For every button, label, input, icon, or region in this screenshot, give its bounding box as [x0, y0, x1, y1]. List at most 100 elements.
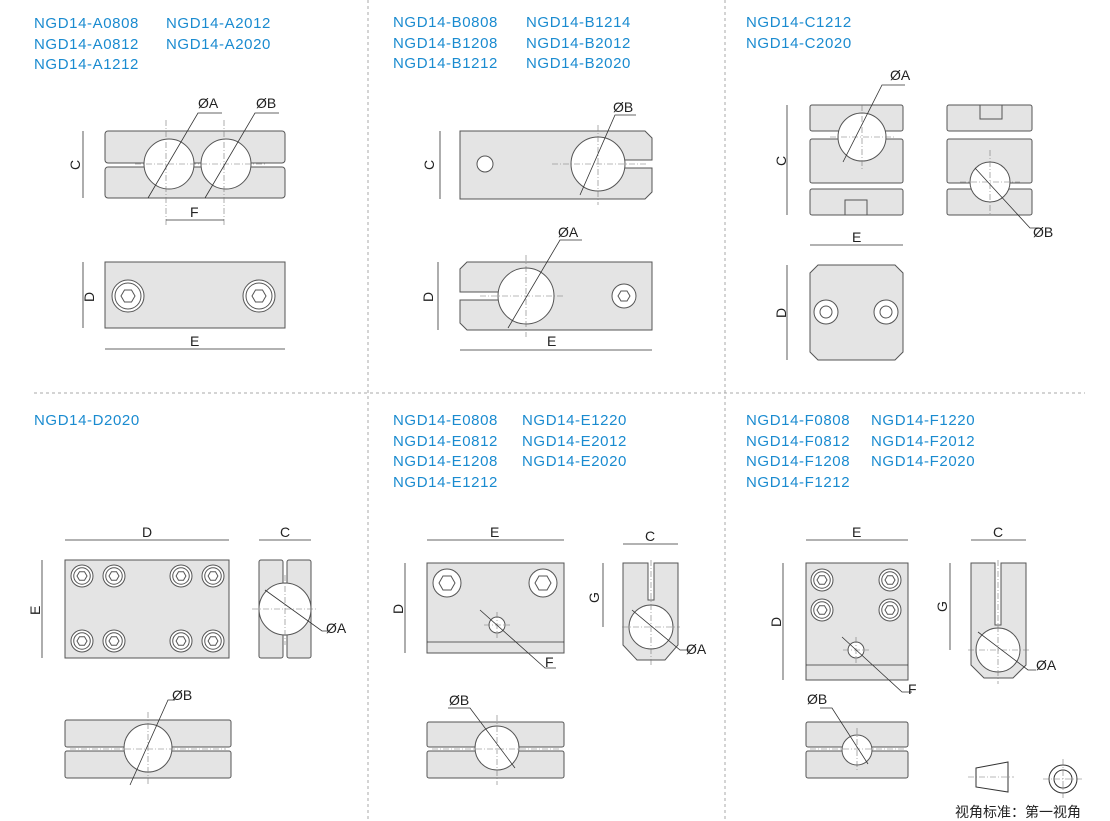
dim-label-c: C	[773, 156, 789, 166]
dim-label-f: F	[190, 204, 199, 220]
part-number: NGD14-F2020	[871, 453, 976, 470]
drawing-f-side: C G ØA	[934, 524, 1057, 684]
socket-screw-icon	[169, 629, 193, 653]
part-number: NGD14-A0808	[34, 15, 139, 32]
dim-label-b: ØB	[807, 691, 827, 707]
projection-standard-label: 视角标准：第一视角	[955, 804, 1081, 820]
part-number: NGD14-E2020	[522, 453, 627, 470]
part-number-list-a2: NGD14-A2012 NGD14-A2020	[166, 14, 271, 55]
dim-label-b: ØB	[256, 95, 276, 111]
part-number: NGD14-C2020	[746, 34, 852, 52]
dim-label-a: ØA	[326, 620, 347, 636]
part-number: NGD14-F1208	[746, 453, 851, 470]
part-number: NGD14-E2012	[522, 432, 627, 450]
drawing-e-top: E D F	[390, 524, 565, 670]
part-number: NGD14-F0808	[746, 412, 851, 429]
part-number: NGD14-A0812	[34, 35, 139, 53]
part-number: NGD14-B0808	[393, 14, 498, 31]
part-number-list-b: NGD14-B0808 NGD14-B1208 NGD14-B1212	[393, 13, 498, 75]
part-number-list-d: NGD14-D2020	[34, 411, 140, 432]
drawing-f-top: E D F	[768, 524, 917, 697]
part-number: NGD14-F1212	[746, 473, 851, 491]
dim-label-e: E	[190, 333, 199, 349]
drawing-b-top: ØA D E	[420, 224, 653, 351]
drawing-b-front: ØB C	[421, 99, 653, 205]
dim-label-a: ØA	[686, 641, 707, 657]
dim-label-b: ØB	[449, 692, 469, 708]
dim-label-d: D	[420, 292, 436, 302]
dim-label-a: ØA	[198, 95, 219, 111]
dim-label-d: D	[768, 617, 784, 627]
part-number: NGD14-F0812	[746, 432, 851, 450]
dim-label-e: E	[27, 606, 43, 615]
dim-label-e: E	[852, 524, 861, 540]
part-number: NGD14-E0808	[393, 412, 498, 429]
part-number: NGD14-E1208	[393, 453, 498, 470]
drawing-d-front: ØB	[64, 687, 232, 786]
dim-label-e: E	[547, 333, 556, 349]
part-number: NGD14-E0812	[393, 432, 498, 450]
first-angle-projection-icon	[968, 759, 1083, 799]
part-number: NGD14-A2020	[166, 35, 271, 53]
drawing-d-side: C ØA	[252, 524, 347, 659]
dim-label-d: D	[390, 604, 406, 614]
part-number: NGD14-F1220	[871, 412, 976, 429]
dim-label-a: ØA	[890, 67, 911, 83]
socket-screw-icon	[102, 564, 126, 588]
dim-label-c: C	[280, 524, 290, 540]
dim-label-f: F	[545, 654, 554, 670]
part-number: NGD14-B1208	[393, 34, 498, 52]
dim-label-d: D	[142, 524, 152, 540]
drawing-f-front: ØB	[805, 691, 909, 779]
dim-label-f: F	[908, 681, 917, 697]
dim-label-e: E	[852, 229, 861, 245]
part-number-list-e: NGD14-E0808 NGD14-E0812 NGD14-E1208 NGD1…	[393, 411, 498, 493]
part-number-list-c: NGD14-C1212 NGD14-C2020	[746, 13, 852, 54]
part-number: NGD14-F2012	[871, 432, 976, 450]
drawing-d-top: D E	[27, 524, 230, 659]
part-number-list-f2: NGD14-F1220 NGD14-F2012 NGD14-F2020	[871, 411, 975, 473]
part-number: NGD14-D2020	[34, 412, 140, 429]
socket-screw-icon	[102, 629, 126, 653]
socket-screw-icon	[201, 629, 225, 653]
drawing-c-front: ØA C	[773, 67, 911, 216]
part-number: NGD14-B2020	[526, 55, 631, 72]
part-number: NGD14-A2012	[166, 15, 271, 32]
dim-label-d: D	[773, 308, 789, 318]
socket-screw-icon	[201, 564, 225, 588]
part-number-list-f: NGD14-F0808 NGD14-F0812 NGD14-F1208 NGD1…	[746, 411, 850, 493]
dim-label-b: ØB	[172, 687, 192, 703]
dim-label-c: C	[645, 528, 655, 544]
dim-label-b: ØB	[1033, 224, 1053, 240]
drawing-e-side: C G ØA	[586, 528, 707, 665]
dim-label-c: C	[421, 160, 437, 170]
socket-screw-icon	[878, 568, 902, 592]
part-number: NGD14-E1220	[522, 412, 627, 429]
dim-label-a: ØA	[558, 224, 579, 240]
part-number: NGD14-A1212	[34, 56, 139, 73]
drawing-a-front: ØA ØB F C	[67, 95, 286, 225]
dim-label-g: G	[934, 601, 950, 612]
socket-screw-icon	[878, 598, 902, 622]
socket-screw-icon	[810, 598, 834, 622]
part-number: NGD14-B1214	[526, 14, 631, 31]
dim-label-a: ØA	[1036, 657, 1057, 673]
part-number-list-e2: NGD14-E1220 NGD14-E2012 NGD14-E2020	[522, 411, 627, 473]
socket-screw-icon	[70, 629, 94, 653]
dim-label-b: ØB	[613, 99, 633, 115]
part-number-list-a: NGD14-A0808 NGD14-A0812 NGD14-A1212	[34, 14, 139, 76]
socket-screw-icon	[70, 564, 94, 588]
part-number: NGD14-B1212	[393, 55, 498, 72]
drawing-c-top: E D	[773, 229, 904, 361]
socket-screw-icon	[810, 568, 834, 592]
drawing-e-front: ØB	[426, 692, 565, 785]
drawing-c-side: ØB	[946, 104, 1053, 240]
dim-label-c: C	[993, 524, 1003, 540]
drawing-a-top: D E	[81, 261, 286, 350]
part-number-list-b2: NGD14-B1214 NGD14-B2012 NGD14-B2020	[526, 13, 631, 75]
dim-label-d: D	[81, 292, 97, 302]
part-number: NGD14-C1212	[746, 14, 852, 31]
dim-label-e: E	[490, 524, 499, 540]
